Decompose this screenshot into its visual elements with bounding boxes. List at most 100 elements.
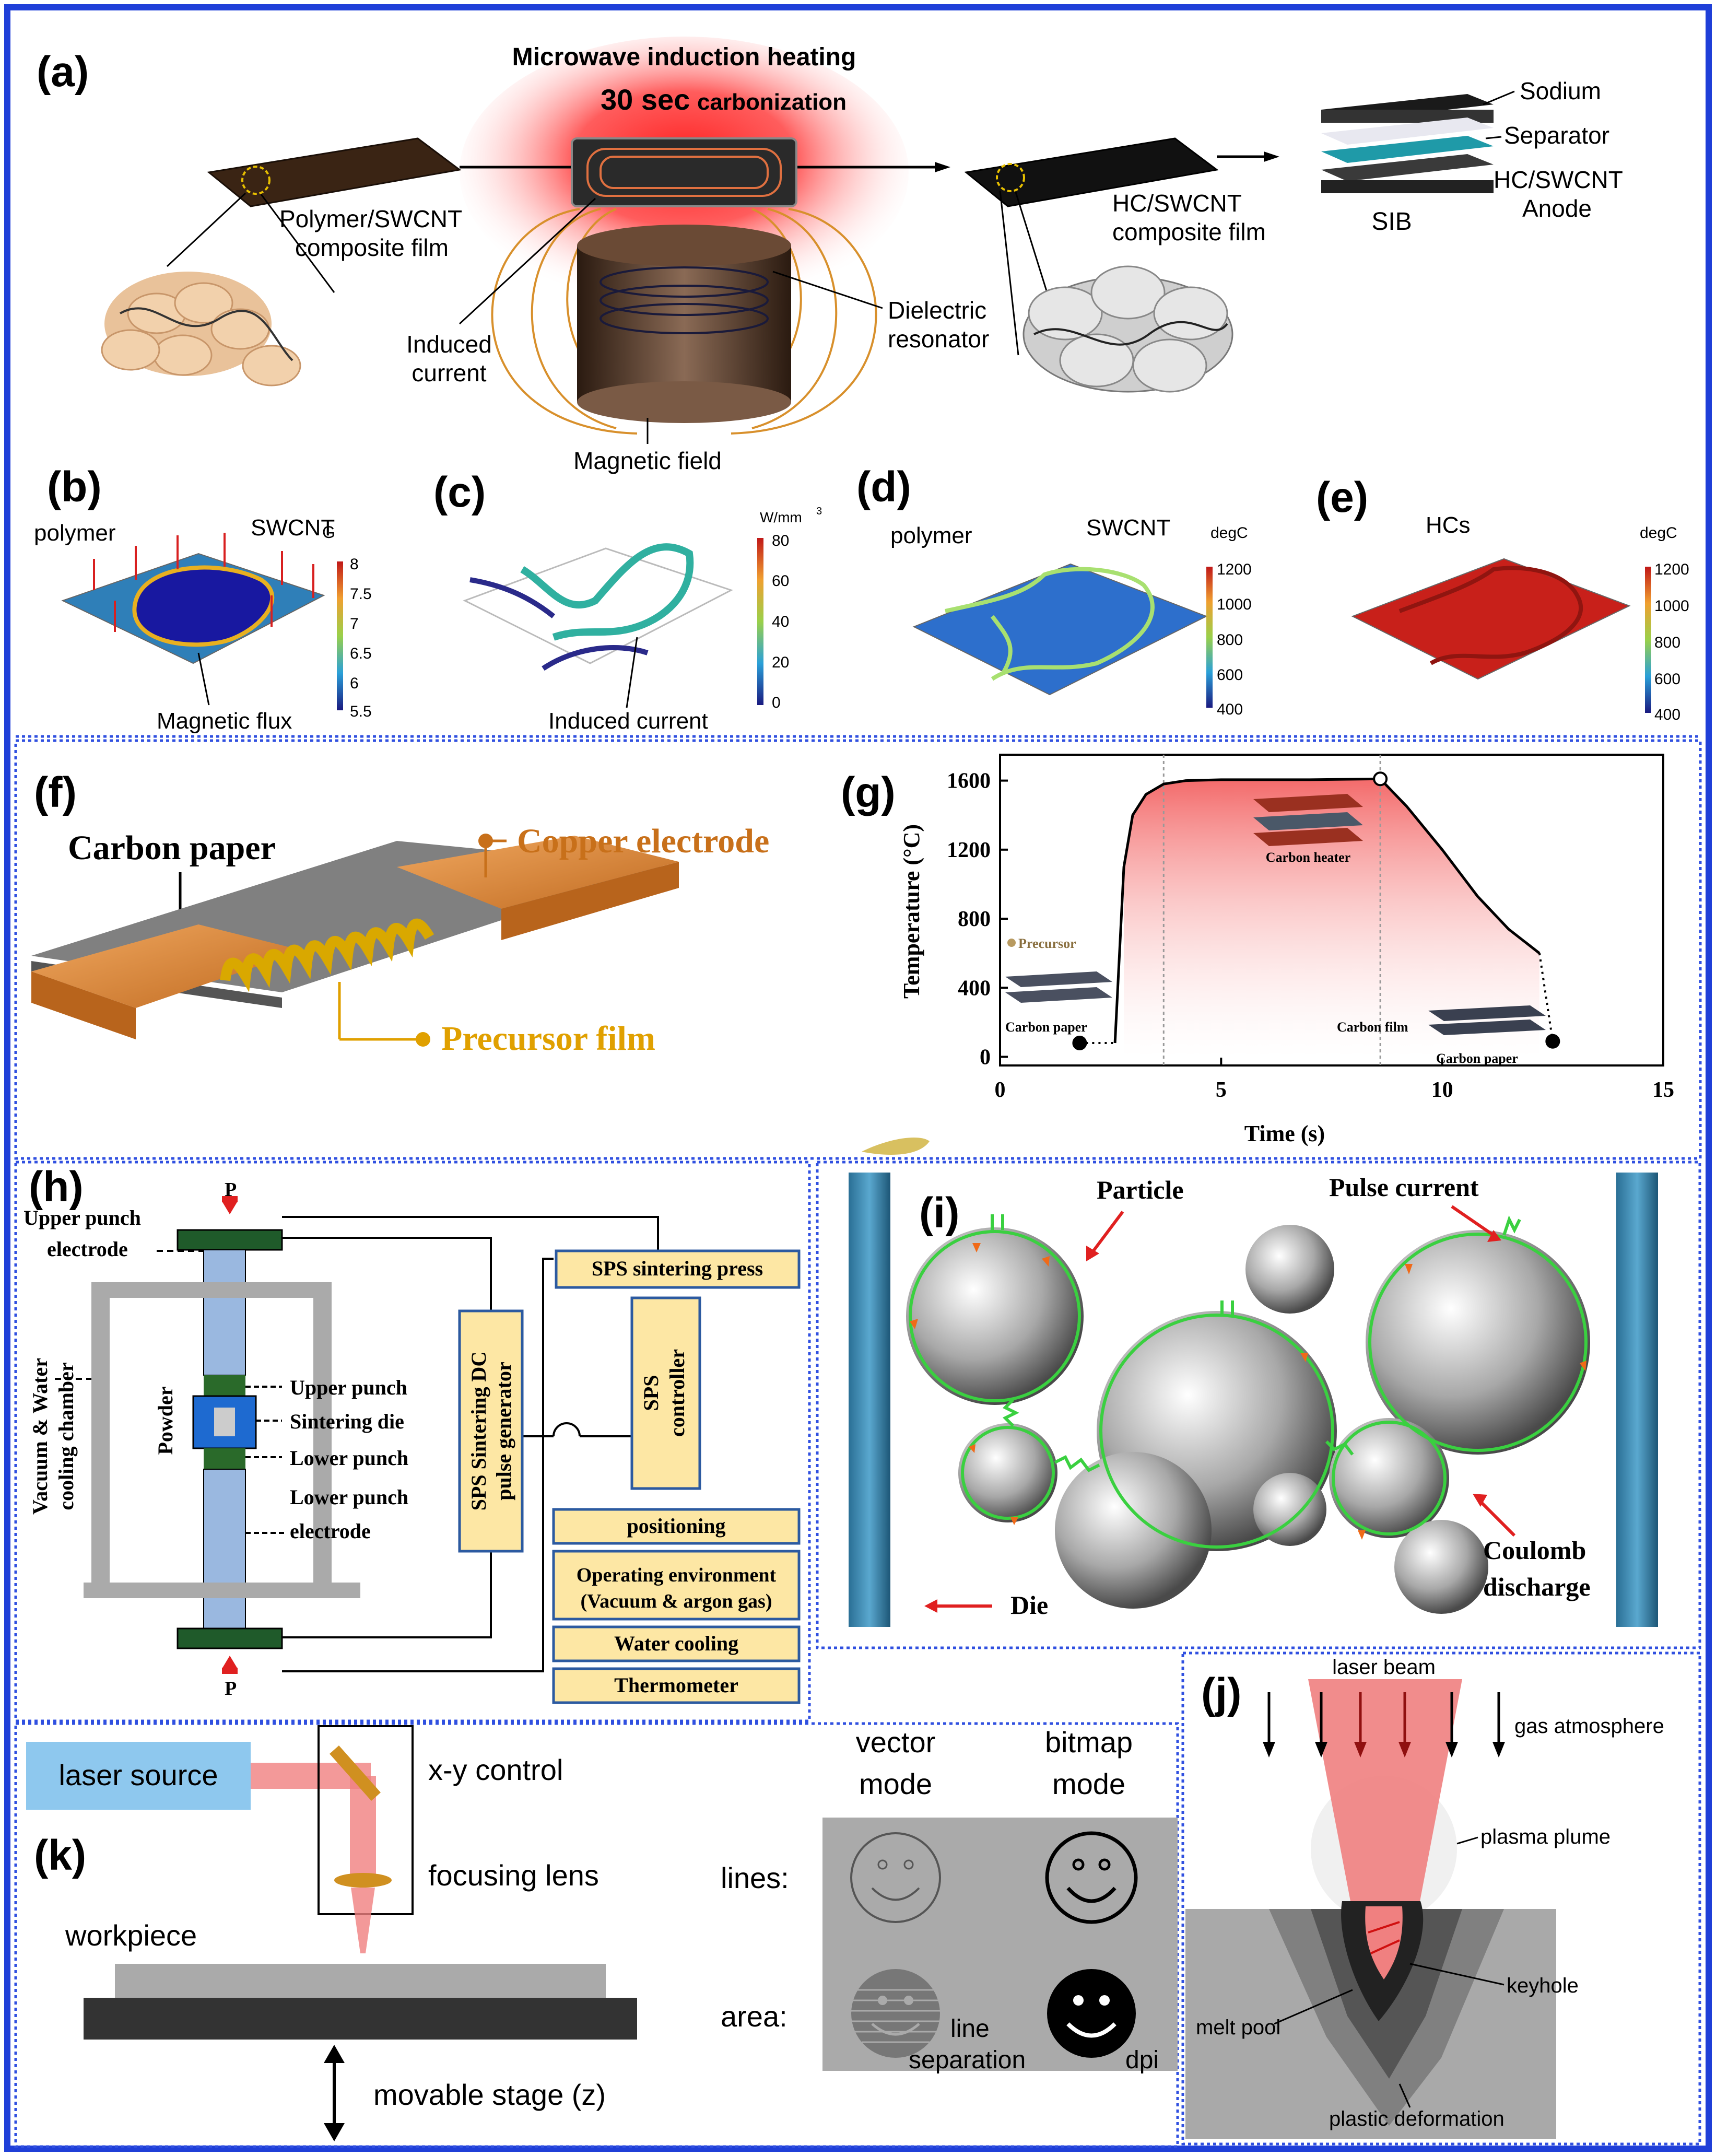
panel-c-scale-4: 0 [772, 694, 781, 711]
y-tick-label-0: 0 [980, 1045, 991, 1069]
panel-b-scale-1: 7.5 [350, 585, 372, 603]
dpi-label: dpi [1125, 2046, 1159, 2074]
particle-label: Particle [1097, 1175, 1184, 1204]
controller-label-2: controller [665, 1349, 689, 1437]
panel-a-title: Microwave induction heating [512, 43, 856, 71]
induced-current-label-1: Induced [406, 331, 492, 358]
environment-label-2: (Vacuum & argon gas) [581, 1590, 772, 1612]
lower-punch-electrode-2: electrode [290, 1519, 371, 1543]
vector-mode-label-1: vector [856, 1726, 936, 1759]
chart-dotted-right [1538, 953, 1554, 1042]
panel-d-unit: degC [1210, 524, 1248, 542]
lower-punch-electrode-1: Lower punch [290, 1485, 408, 1509]
panel-h: (h) P Upper punch electrode P Vacuum & W… [23, 1163, 801, 1704]
anode-label-1: HC/SWCNT [1494, 166, 1623, 193]
precursor-label: Precursor [1018, 936, 1076, 951]
panel-d-colorbar [1206, 567, 1213, 708]
powder-label: Powder [154, 1386, 177, 1455]
panel-b-scale-3: 6.5 [350, 645, 372, 662]
x-tick-label-0: 0 [995, 1078, 1006, 1102]
panel-c-scale-0: 80 [772, 532, 789, 549]
precursor-film-label: Precursor film [441, 1020, 655, 1058]
die-wall-left [849, 1173, 890, 1627]
chamber-left-wall [91, 1290, 110, 1588]
panel-c-scale-1: 60 [772, 572, 789, 590]
press-label: SPS sintering press [592, 1257, 763, 1280]
coulomb-label-2: discharge [1483, 1572, 1591, 1601]
panel-b-flux-arrows [93, 533, 314, 632]
polymer-film-label-1: Polymer/SWCNT [279, 205, 462, 232]
panel-j: (j) laser beam [1185, 1656, 1664, 2139]
panel-c-current-path [520, 543, 694, 641]
panel-b-label: (b) [47, 463, 102, 511]
sib-stack [1321, 94, 1494, 193]
panel-d-scale-1: 1000 [1217, 596, 1252, 613]
lower-electrode-plate [177, 1627, 283, 1649]
plasma-plume-label: plasma plume [1480, 1825, 1611, 1848]
panel-d-scale-4: 400 [1217, 701, 1243, 718]
p-top: P [225, 1179, 237, 1201]
chamber-label-2: cooling chamber [54, 1362, 78, 1510]
laser-beam [1308, 1679, 1462, 1953]
mirror [330, 1745, 381, 1801]
panel-b-flux: Magnetic flux [157, 708, 292, 734]
panel-h-wires [282, 1216, 659, 1672]
p-bottom: P [225, 1678, 237, 1700]
line-separation-label-2: separation [909, 2046, 1026, 2074]
panel-c-unit: W/mm [760, 509, 802, 525]
laser-source-label: laser source [58, 1759, 218, 1791]
panel-e: (e) HCs degC 1200 1000 800 600 400 [1316, 474, 1689, 723]
panel-d-swcnt: SWCNT [1086, 515, 1170, 541]
discharge-marks [910, 1243, 1586, 1540]
particle-sphere [1245, 1225, 1334, 1314]
particle-sphere [1055, 1452, 1212, 1609]
bitmap-mode-label-1: bitmap [1045, 1726, 1133, 1759]
smiley-vector-area [851, 1969, 940, 2058]
gas-arrows [1267, 1692, 1500, 1744]
carbon-heater-label: Carbon heater [1266, 850, 1350, 865]
movable-stage-label: movable stage (z) [373, 2078, 606, 2111]
controller-box [630, 1296, 701, 1490]
coulomb-label-1: Coulomb [1483, 1536, 1586, 1565]
x-tick-label-2: 10 [1431, 1078, 1453, 1102]
panel-j-border [1181, 1651, 1701, 2146]
panel-d: (d) polymer SWCNT degC 1200 1000 800 600… [856, 463, 1252, 718]
panel-k-label: (k) [34, 1832, 86, 1879]
smiley-bitmap-lines [1045, 1831, 1138, 1924]
chamber-label-1: Vacuum & Water [28, 1358, 52, 1515]
panel-b-colorbar [337, 561, 343, 710]
panel-h-border [14, 1161, 811, 1723]
panel-a: (a) Microwave induction heating 30 sec c… [37, 37, 1623, 474]
polymer-film [207, 137, 462, 207]
smiley-bitmap-area [1047, 1969, 1136, 2058]
data-point-marker-0 [1072, 1036, 1087, 1051]
panel-b-swcnt: SWCNT [251, 515, 335, 541]
panel-b-unit: G [322, 523, 335, 542]
positioning-box [552, 1508, 801, 1545]
data-point-marker-2 [1545, 1034, 1560, 1049]
coil-chip [571, 137, 797, 207]
chamber-right-wall [313, 1290, 332, 1588]
panel-h-label: (h) [29, 1163, 84, 1211]
generator-label-1: SPS Sintering DC [467, 1352, 490, 1511]
upper-punch-electrode-1: Upper punch [23, 1206, 141, 1229]
sintering-die [192, 1395, 257, 1449]
panel-c-unit-sup: 3 [816, 506, 822, 517]
carbon-paper-right-label: Carbon paper [1436, 1051, 1518, 1066]
panel-c-label: (c) [433, 468, 486, 516]
panel-d-scale-0: 1200 [1217, 561, 1252, 578]
thermometer-label: Thermometer [614, 1673, 738, 1697]
y-tick-label-3: 1200 [947, 838, 991, 862]
outer-frame [4, 4, 1712, 2152]
bitmap-mode-label-2: mode [1052, 1767, 1125, 1800]
chart-area-fill [1124, 779, 1539, 1057]
pulse-generator-box [458, 1309, 524, 1553]
panel-i-border [816, 1161, 1701, 1649]
carbon-paper-label: Carbon paper [68, 829, 276, 867]
panel-e-scale-1: 1000 [1654, 597, 1689, 615]
panel-c: (c) W/mm 3 80 60 40 20 0 Induced current [433, 468, 822, 734]
panel-fg-border [14, 739, 1702, 1160]
carbon-paper-left-label: Carbon paper [1005, 1020, 1087, 1035]
panel-j-label: (j) [1201, 1670, 1241, 1717]
